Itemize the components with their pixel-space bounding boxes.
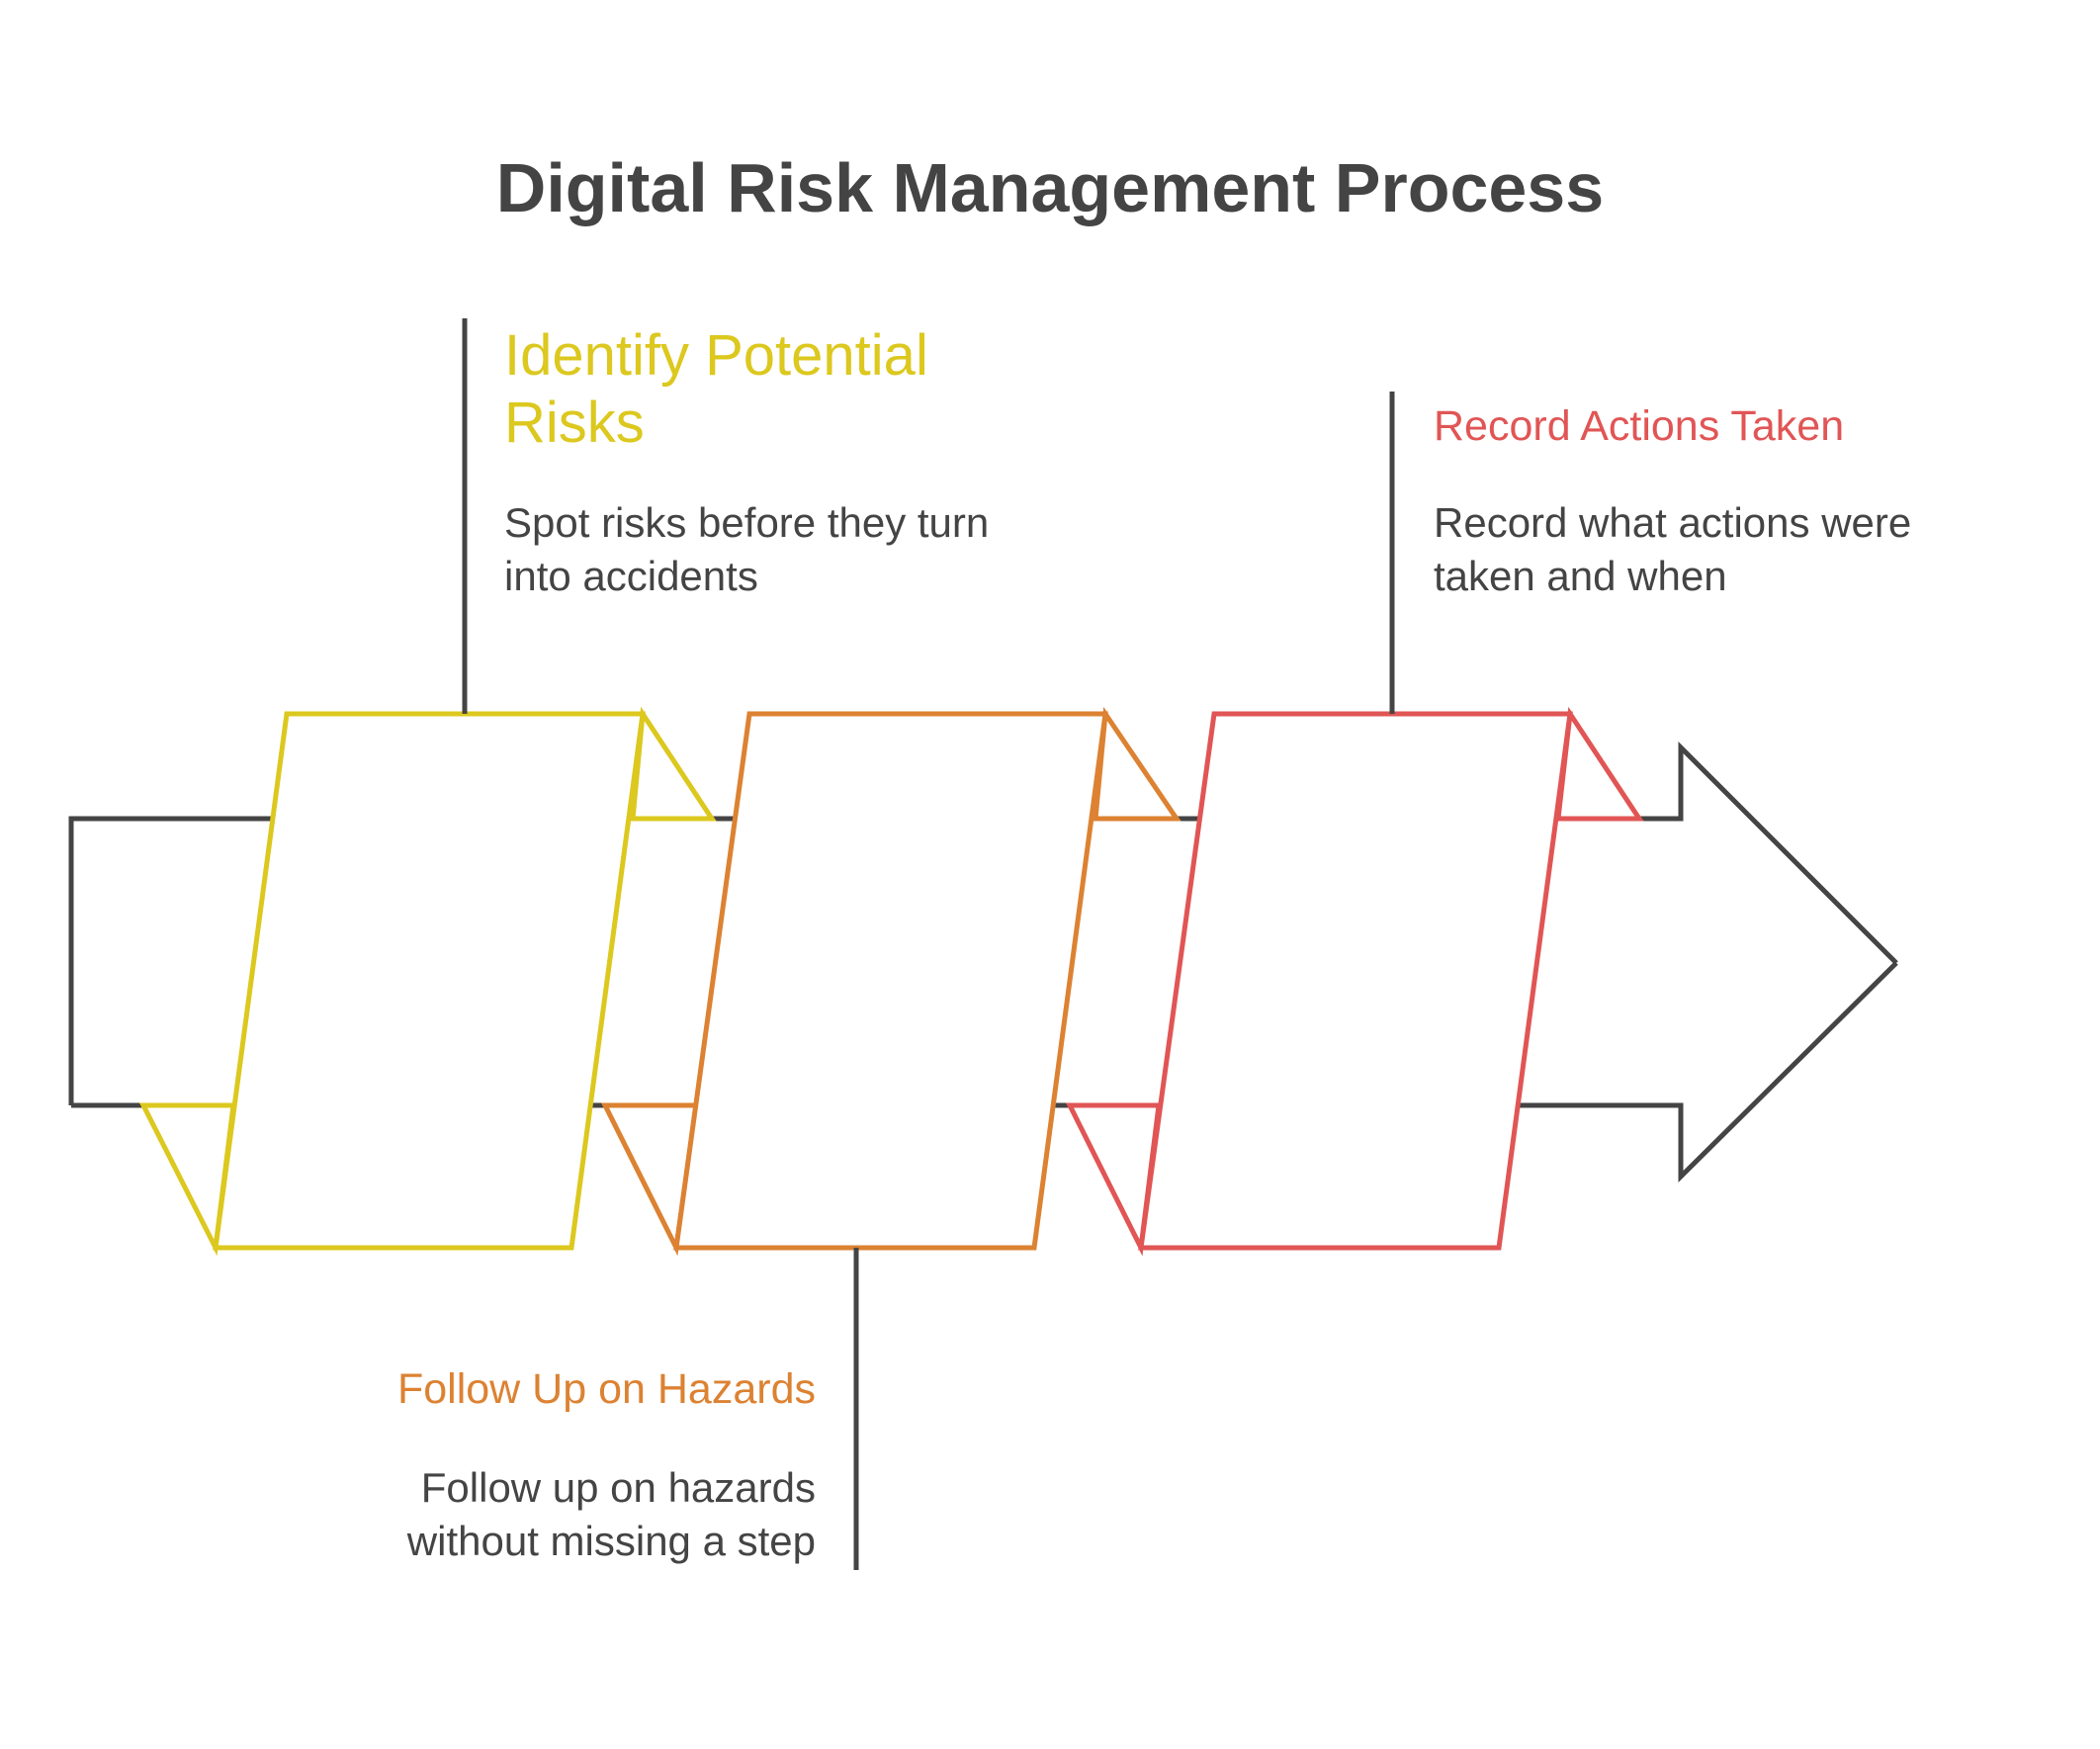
step-3-panel bbox=[1138, 711, 1573, 1251]
step-2-description: Follow up on hazards without missing a s… bbox=[406, 1464, 816, 1564]
step-3-shape bbox=[1065, 706, 1644, 1257]
step-2-heading: Follow Up on Hazards bbox=[396, 1365, 816, 1413]
step-3-heading: Record Actions Taken bbox=[1434, 402, 1845, 450]
step-3-description: Record what actions were taken and when bbox=[1434, 499, 1912, 599]
step-1-shape bbox=[138, 706, 717, 1257]
step-1-top-fold bbox=[630, 706, 717, 822]
step-2-top-fold bbox=[1093, 706, 1181, 822]
step-2-panel bbox=[673, 711, 1108, 1251]
step-1-heading: Identify Potential Risks bbox=[504, 323, 928, 455]
step-1-description: Spot risks before they turn into acciden… bbox=[504, 499, 990, 599]
arrow-body-top-edge bbox=[68, 741, 1898, 1105]
step-1-panel bbox=[213, 711, 646, 1251]
diagram-title: Digital Risk Management Process bbox=[495, 149, 1605, 226]
step-2-shape bbox=[600, 706, 1181, 1257]
